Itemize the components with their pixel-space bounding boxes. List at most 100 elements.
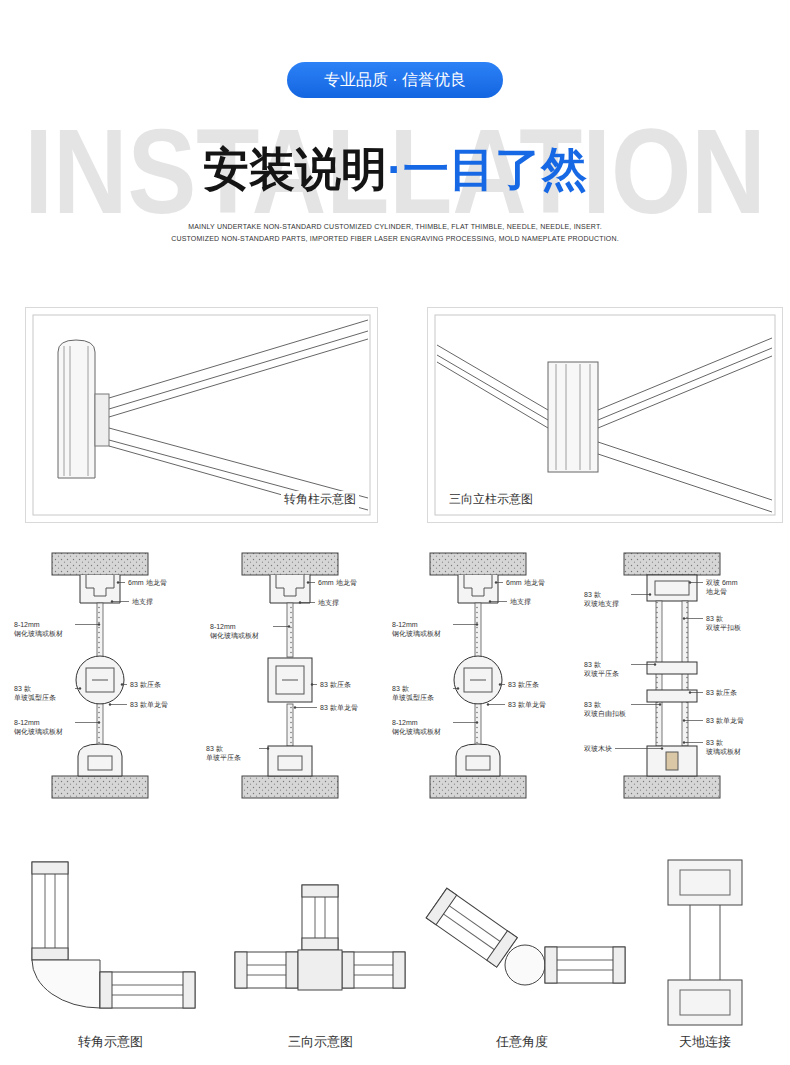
figure-caption: 三向示意图 — [260, 1034, 380, 1050]
floor-channel-detail — [466, 756, 490, 770]
leader-line — [75, 722, 99, 723]
partition-section — [624, 553, 720, 798]
corner-post-illustration — [33, 315, 370, 515]
round-joint — [505, 945, 545, 985]
joint-block — [95, 394, 109, 446]
leader-line — [684, 742, 703, 743]
top-channel — [270, 575, 310, 603]
leader-line — [490, 601, 507, 602]
end-profile — [100, 972, 112, 1008]
floor-channel-detail — [88, 756, 112, 770]
callout-label: 83 款单龙骨 — [320, 703, 358, 712]
callout-label: 83 款压条 — [706, 688, 737, 697]
three-way-post-illustration — [435, 315, 775, 515]
post-groove — [70, 346, 71, 476]
callout-label: 8-12mm 钢化玻璃或板材 — [14, 718, 72, 736]
callout-label: 8-12mm 钢化玻璃或板材 — [210, 622, 270, 640]
glass-line — [720, 905, 721, 980]
figure-caption: 转角示意图 — [50, 1034, 170, 1050]
panel-frame — [545, 947, 625, 983]
callout-label: 双玻木块 — [584, 744, 612, 753]
leader-line — [631, 704, 660, 705]
leader-dot — [457, 687, 459, 689]
angled-panel — [426, 888, 517, 967]
beam-line — [598, 348, 772, 420]
leader-dot — [294, 706, 296, 708]
profile-detail — [680, 870, 730, 895]
callout-label: 6mm 地龙骨 — [506, 578, 545, 587]
leader-dot — [487, 703, 489, 705]
leader-line — [273, 626, 289, 627]
leader-dot — [109, 703, 111, 705]
round-mullion — [76, 656, 124, 704]
end-profile — [393, 952, 405, 988]
panel-caption: 转角柱示意图 — [281, 491, 359, 508]
corner-post — [58, 340, 95, 478]
callout-label: 83 款 双玻平扣板 — [706, 614, 750, 632]
three-way-plan — [235, 885, 405, 990]
end-profile — [545, 947, 557, 983]
center-post — [298, 950, 342, 990]
leader-dot — [499, 683, 501, 685]
leader-dot — [689, 581, 691, 583]
top-channel-detail — [86, 575, 114, 596]
glass-panel — [475, 603, 481, 657]
end-profile — [183, 972, 195, 1008]
post-groove — [556, 364, 557, 470]
leader-dot — [311, 683, 313, 685]
flat-mullion — [268, 658, 312, 702]
leader-line — [259, 748, 268, 749]
glass-line — [55, 862, 56, 960]
callout-label: 地支撑 — [510, 597, 531, 606]
beam-line — [437, 355, 548, 420]
floor-channel — [647, 746, 697, 776]
callout-label: 83 款 玻璃或板材 — [706, 738, 750, 756]
callout-label: 8-12mm 钢化玻璃或板材 — [14, 620, 72, 638]
floor-channel — [268, 746, 312, 776]
bottom-profile — [668, 980, 742, 1025]
top-channel-detail — [276, 575, 304, 596]
partition-section — [52, 553, 148, 798]
partition-section — [242, 553, 338, 798]
leader-line — [75, 624, 99, 625]
leader-dot — [683, 617, 685, 619]
leader-line — [110, 704, 127, 705]
leader-dot — [98, 623, 100, 625]
leader-dot — [476, 623, 478, 625]
beam-line — [109, 320, 368, 398]
floor-slab — [242, 776, 338, 798]
callout-label: 83 款压条 — [508, 680, 539, 689]
clip-band — [647, 662, 697, 674]
floor-slab — [52, 776, 148, 798]
callout-label: 地支撑 — [132, 597, 153, 606]
post-groove — [580, 364, 581, 470]
floor-channel-detail — [278, 756, 302, 770]
top-channel-detail — [464, 575, 492, 596]
mullion-core — [86, 668, 114, 692]
beam-line — [598, 454, 772, 512]
leader-lines — [75, 581, 703, 749]
ceiling-slab — [430, 553, 526, 575]
mullion-core — [464, 668, 492, 692]
callout-label: 6mm 地龙骨 — [318, 578, 357, 587]
wood-block — [666, 752, 678, 770]
leader-line — [690, 692, 703, 693]
round-mullion — [454, 656, 502, 704]
inner-frame — [435, 315, 775, 515]
end-profile — [32, 862, 68, 874]
clip-band — [647, 690, 697, 702]
callout-label: 83 款单龙骨 — [706, 716, 744, 725]
callout-label: 83 款 单玻平压条 — [206, 744, 256, 762]
leader-line — [631, 664, 655, 665]
end-profile — [342, 952, 354, 988]
glass-line — [45, 862, 46, 960]
panel-caption: 三向立柱示意图 — [446, 491, 536, 508]
leader-dot — [299, 601, 301, 603]
mullion-detail — [92, 680, 108, 681]
floor-slab — [430, 776, 526, 798]
slogan-badge: 专业品质 · 信誉优良 — [287, 62, 503, 98]
end-profile — [302, 938, 338, 950]
leader-dot — [121, 683, 123, 685]
figure-caption: 任意角度 — [462, 1034, 582, 1050]
mullion-detail — [470, 680, 486, 681]
